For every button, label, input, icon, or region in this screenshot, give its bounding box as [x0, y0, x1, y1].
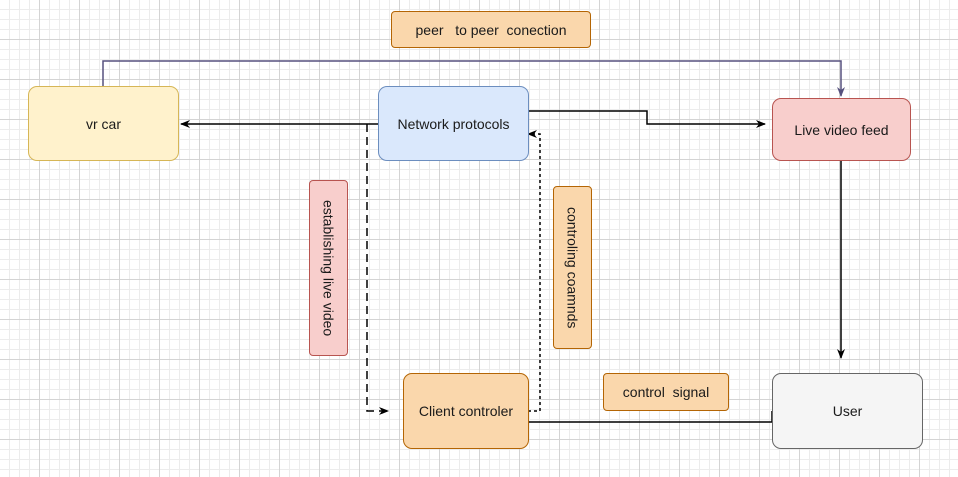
user-node: User [772, 373, 923, 449]
establishing-live-video-label: establishing live video [309, 180, 348, 356]
client-controler-node: Client controler [403, 373, 529, 449]
network-protocols-node: Network protocols [378, 86, 529, 161]
controling-commands-label: controling coamnds [553, 186, 592, 349]
live-video-feed-node: Live video feed [772, 98, 911, 161]
vr-car-node: vr car [28, 86, 179, 161]
edge-control-signal [516, 411, 773, 426]
edge-peer-connection [102, 60, 845, 97]
control-signal-label: control signal [603, 373, 729, 411]
edge-controling-commands [527, 130, 541, 412]
edge-network-to-live-feed [528, 110, 766, 128]
edge-establishing-live-video [366, 124, 389, 415]
peer-connection-label: peer to peer conection [391, 11, 591, 48]
